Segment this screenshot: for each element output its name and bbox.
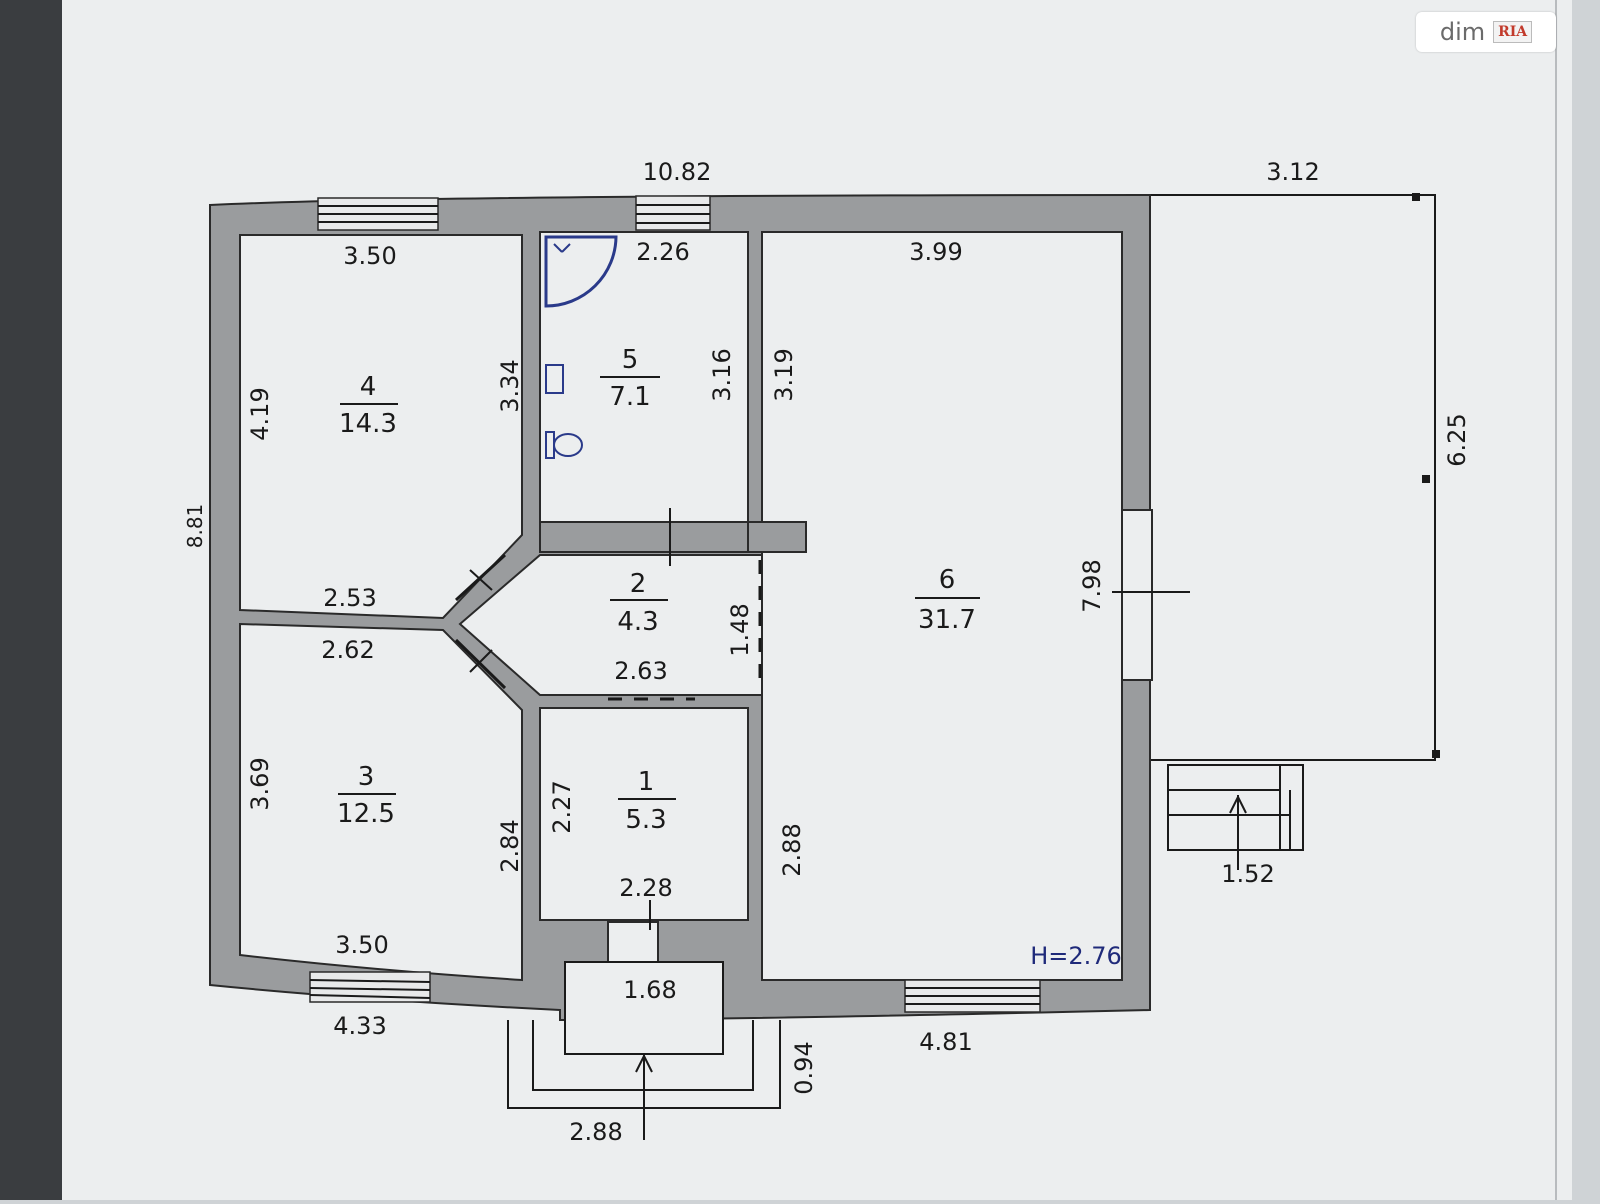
room-6-area	[761, 231, 1123, 981]
windows	[309, 195, 1041, 1013]
room-3-area	[239, 622, 523, 982]
shower-icon	[544, 235, 618, 308]
room-2-area-value: 4.3	[617, 607, 658, 637]
room-1-number: 1	[638, 767, 655, 797]
dim-room6-right: 7.98	[1078, 559, 1106, 612]
dim-room3-bottom: 3.50	[335, 931, 388, 959]
room-6-number: 6	[939, 565, 956, 595]
room-2-area	[458, 554, 763, 696]
room-5-area-value: 7.1	[609, 382, 650, 412]
dim-bottom-right: 4.81	[919, 1028, 972, 1056]
watermark-badge: RIA	[1493, 21, 1533, 43]
dim-steps-width: 1.52	[1221, 860, 1274, 888]
dim-room4-left: 4.19	[246, 387, 274, 440]
terrace-steps	[1167, 764, 1304, 851]
entrance-porch	[507, 795, 1247, 1140]
room-2-number: 2	[630, 569, 647, 599]
dim-hall-height: 1.48	[726, 603, 754, 656]
room-6-area-value: 31.7	[918, 605, 976, 635]
room-4-number: 4	[360, 372, 377, 402]
dim-room4-right: 3.34	[496, 359, 524, 412]
dim-room3-top: 2.62	[321, 636, 374, 664]
room-3-number: 3	[358, 762, 375, 792]
toilet-icon	[545, 431, 583, 459]
dim-porch-depth: 0.94	[790, 1041, 818, 1094]
room-1-area-value: 5.3	[625, 805, 666, 835]
dim-porch-inner: 1.68	[623, 976, 676, 1004]
dim-hall-width: 2.63	[614, 657, 667, 685]
dim-room5-top: 2.26	[636, 238, 689, 266]
dim-room6-top: 3.99	[909, 238, 962, 266]
terrace-door	[1121, 509, 1153, 681]
dim-room6-left-lower: 2.88	[778, 823, 806, 876]
dim-room4-top: 3.50	[343, 242, 396, 270]
dim-terrace-depth: 6.25	[1443, 413, 1471, 466]
dim-top-total: 10.82	[643, 158, 712, 186]
dim-room1-left: 2.27	[548, 780, 576, 833]
dim-terrace-width: 3.12	[1266, 158, 1319, 186]
dim-room4-bottom: 2.53	[323, 584, 376, 612]
dim-bottom-left: 4.33	[333, 1012, 386, 1040]
dim-left-total: 8.81	[183, 504, 207, 549]
dim-room5-right: 3.16	[708, 348, 736, 401]
sink-icon	[545, 364, 564, 394]
room-5-number: 5	[622, 345, 639, 375]
watermark-text: dim	[1439, 18, 1486, 46]
photo-edge-left	[0, 0, 62, 1200]
dim-room1-bottom: 2.28	[619, 874, 672, 902]
dim-room3-right: 2.84	[496, 819, 524, 872]
room-3-area-value: 12.5	[337, 799, 395, 829]
room-1-area	[539, 707, 749, 921]
dim-room6-left-upper: 3.19	[770, 348, 798, 401]
room-4-area-value: 14.3	[339, 409, 397, 439]
dim-porch-outer: 2.88	[569, 1118, 622, 1146]
dim-room3-left: 3.69	[246, 757, 274, 810]
watermark-logo: dim RIA	[1416, 12, 1556, 52]
ceiling-height-label: H=2.76	[1030, 942, 1122, 970]
